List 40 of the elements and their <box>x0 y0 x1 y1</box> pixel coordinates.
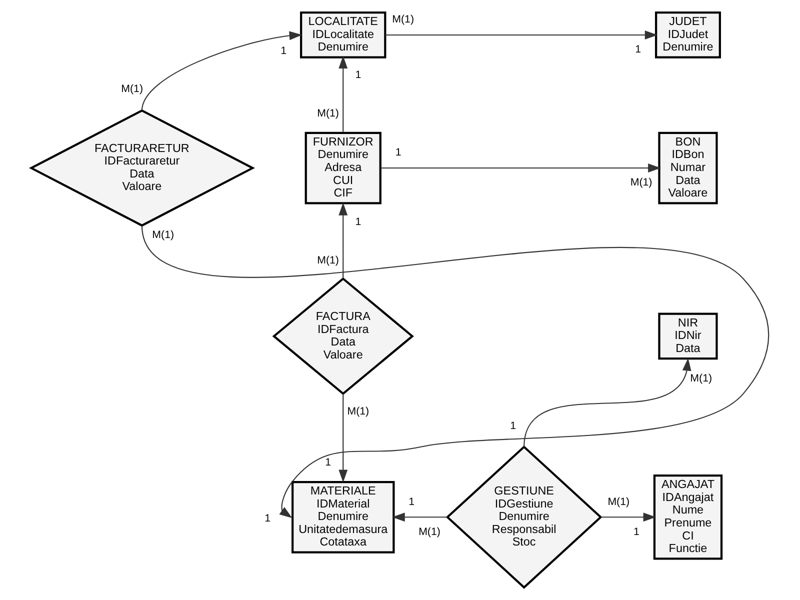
label: 1 <box>325 456 332 469</box>
node-box: BON IDBon Numar Data Valoare <box>658 132 718 204</box>
node-diamond: FACTURA IDFactura Data Valoare <box>272 277 414 396</box>
arrow <box>338 56 348 132</box>
label: M(1) <box>630 176 652 189</box>
label: 1 <box>280 44 287 57</box>
label: M(1) <box>418 526 440 538</box>
label: 1 <box>408 496 415 508</box>
label: M(1) <box>152 229 174 242</box>
arrow <box>380 164 661 172</box>
arrow <box>338 202 348 279</box>
node-box: FURNIZOR Denumire Adresa CUI CIF <box>304 132 382 204</box>
arrow <box>600 512 656 522</box>
label: 1 <box>510 420 516 432</box>
arrow <box>524 358 692 447</box>
label: 1 <box>395 146 402 159</box>
label: M(1) <box>121 82 144 95</box>
arrow <box>141 225 769 518</box>
label: 1 <box>264 512 271 525</box>
node-box: ANGAJAT IDAngajat Nume Prenume CI Functie <box>653 474 723 560</box>
label: 1 <box>355 216 362 228</box>
label: 1 <box>355 68 362 81</box>
label: M(1) <box>317 108 339 120</box>
label: M(1) <box>317 254 339 266</box>
node-box: NIR IDNir Data <box>658 312 718 360</box>
node-box: JUDET IDJudet Denumire <box>654 12 721 58</box>
label: M(1) <box>690 372 712 385</box>
label: 1 <box>635 44 642 56</box>
label: M(1) <box>392 14 414 26</box>
node-diamond: FACTURARETUR IDFacturaretur Data Valoare <box>28 109 255 227</box>
arrow <box>385 30 658 40</box>
arrow <box>141 31 302 111</box>
node-diamond: GESTIUNE IDGestiune Denumire Responsabil Stoc <box>446 445 602 589</box>
node-box: LOCALITATE IDLocalitate Denumire <box>300 12 386 58</box>
label: 1 <box>634 526 640 538</box>
arrow <box>338 394 348 483</box>
label: M(1) <box>347 405 370 418</box>
arrow <box>392 512 448 522</box>
label: M(1) <box>608 496 630 508</box>
node-box: MATERIALE IDMaterial Denumire Unitatedemasura Cotataxa <box>292 480 395 554</box>
